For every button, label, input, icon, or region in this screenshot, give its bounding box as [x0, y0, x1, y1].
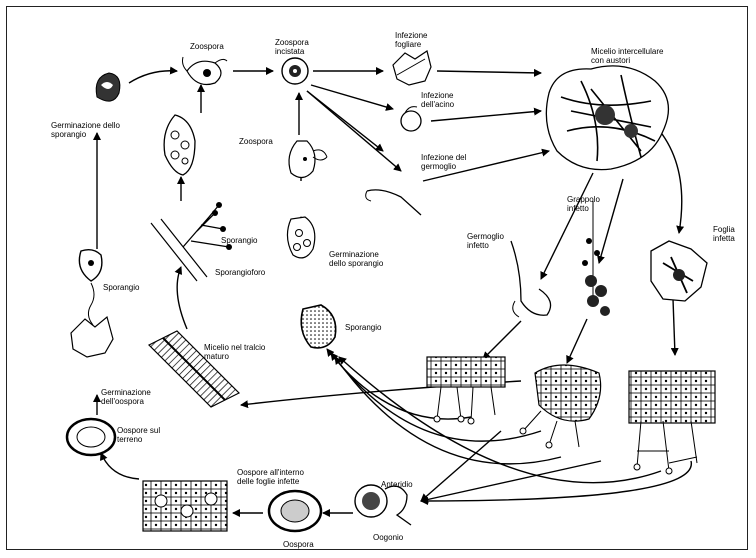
leaf-section-sporulation — [426, 356, 506, 425]
sporangiophore — [150, 202, 232, 282]
germinating-sporangium-mid — [286, 216, 316, 259]
shoot-infection — [365, 189, 422, 216]
infected-cluster — [582, 201, 610, 316]
sporangium-left — [78, 248, 103, 326]
leaf-section-mycelium — [628, 370, 716, 475]
diagram-frame: Zoospora Zoospora incistata Infezione fo… — [6, 6, 748, 550]
label-zoospora-incistata: Zoospora incistata — [275, 38, 309, 56]
label-sporangio-left: Sporangio — [103, 283, 140, 292]
infected-leaf — [650, 240, 708, 302]
label-anteridio: Anteridio — [381, 480, 413, 489]
mycelium-in-cane — [147, 330, 241, 408]
germinating-oospore — [70, 315, 114, 358]
zoospore-top — [182, 56, 228, 86]
zoospore-mid — [288, 140, 328, 179]
label-micelio-intercellulare: Micelio intercellulare con austori — [591, 47, 664, 65]
label-sporangio-center: Sporangio — [345, 323, 382, 332]
berry-infection — [400, 106, 422, 132]
label-sporangioforo: Sporangioforo — [215, 268, 266, 277]
label-infezione-germoglio: Infezione del germoglio — [421, 153, 467, 171]
encysted-zoospore — [281, 57, 309, 85]
label-zoospora-mid: Zoospora — [239, 137, 273, 146]
germinating-sporangium-top — [95, 72, 121, 102]
infected-shoot — [510, 240, 552, 318]
label-oospore-terreno: Oospore sul terreno — [117, 426, 161, 444]
label-oospora: Oospora — [283, 540, 314, 549]
oospores-in-infected-leaf — [142, 480, 228, 532]
label-germinazione-oospora: Germinazione dell'oospora — [101, 388, 151, 406]
life-cycle-diagram — [65, 50, 716, 533]
oogonium-antheridium — [354, 484, 412, 526]
oospores-on-soil — [65, 417, 117, 457]
oospore — [267, 489, 323, 533]
sporangium-center — [300, 304, 337, 349]
label-sporangio-mid: Sporangio — [221, 236, 258, 245]
label-grappolo-infetto: Grappolo infetto — [567, 195, 600, 213]
berry-section-sporulation — [519, 364, 602, 449]
intercellular-mycelium — [545, 65, 670, 171]
label-foglia-infetta: Foglia infetta — [713, 225, 735, 243]
label-germinazione-sporangio-mid: Germinazione dello sporangio — [329, 250, 384, 268]
label-oogonio: Oogonio — [373, 533, 404, 542]
label-infezione-fogliare: Infezione fogliare — [395, 31, 428, 49]
label-infezione-acino: Infezione dell'acino — [421, 91, 455, 109]
sporangium-with-zoospores — [163, 114, 196, 176]
label-germinazione-sporangio-top: Germinazione dello sporangio — [51, 121, 120, 139]
label-oospore-foglie: Oospore all'interno delle foglie infette — [237, 468, 304, 486]
leaf-infection — [392, 50, 432, 86]
label-zoospora-top: Zoospora — [190, 42, 224, 51]
label-germoglio-infetto: Germoglio infetto — [467, 232, 504, 250]
label-micelio-tralcio: Micelio nel tralcio maturo — [204, 343, 266, 361]
